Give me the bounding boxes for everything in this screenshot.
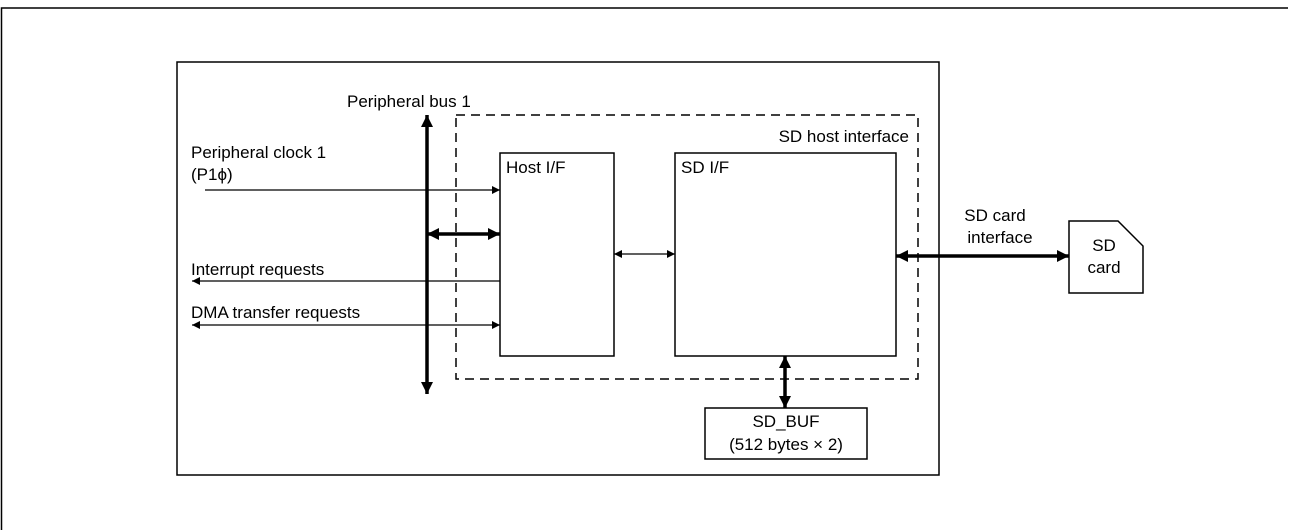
sd-if-block	[674, 152, 897, 357]
host-if-label: Host I/F	[506, 158, 566, 177]
sd-card-interface-label-line2: interface	[967, 228, 1032, 247]
sd-host-interface-boundary	[455, 114, 919, 380]
sd-card-interface-label-line1: SD card	[964, 206, 1025, 225]
sd-buf-block	[704, 407, 868, 460]
peripheral-clock-label-line1: Peripheral clock 1	[191, 143, 326, 162]
sd-buf-label-line2: (512 bytes × 2)	[729, 435, 843, 454]
page-frame	[0, 7, 1288, 530]
sd-card-shape	[1068, 220, 1144, 294]
outer-module-box	[176, 61, 940, 476]
sd-if-label: SD I/F	[681, 158, 729, 177]
peripheral-bus-label: Peripheral bus 1	[347, 92, 471, 111]
dma-requests-label: DMA transfer requests	[191, 303, 360, 322]
interrupt-requests-label: Interrupt requests	[191, 260, 324, 279]
sd-host-interface-label: SD host interface	[779, 127, 909, 146]
peripheral-clock-label-line2: (P1ϕ)	[191, 165, 233, 184]
host-if-block	[499, 152, 615, 357]
sd-card-label-line1: SD	[1092, 236, 1116, 255]
sd-buf-label-line1: SD_BUF	[752, 412, 819, 431]
sd-card-label-line2: card	[1087, 258, 1120, 277]
